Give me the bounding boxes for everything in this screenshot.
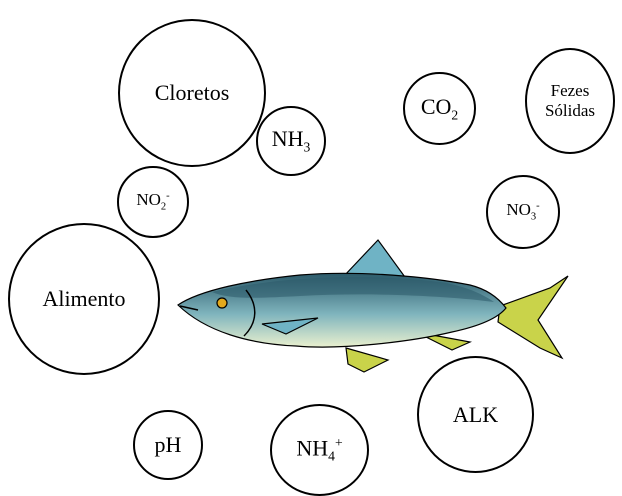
fish-eye [217, 298, 227, 308]
tail-fin [498, 276, 568, 358]
pelvic-fin [346, 348, 388, 372]
